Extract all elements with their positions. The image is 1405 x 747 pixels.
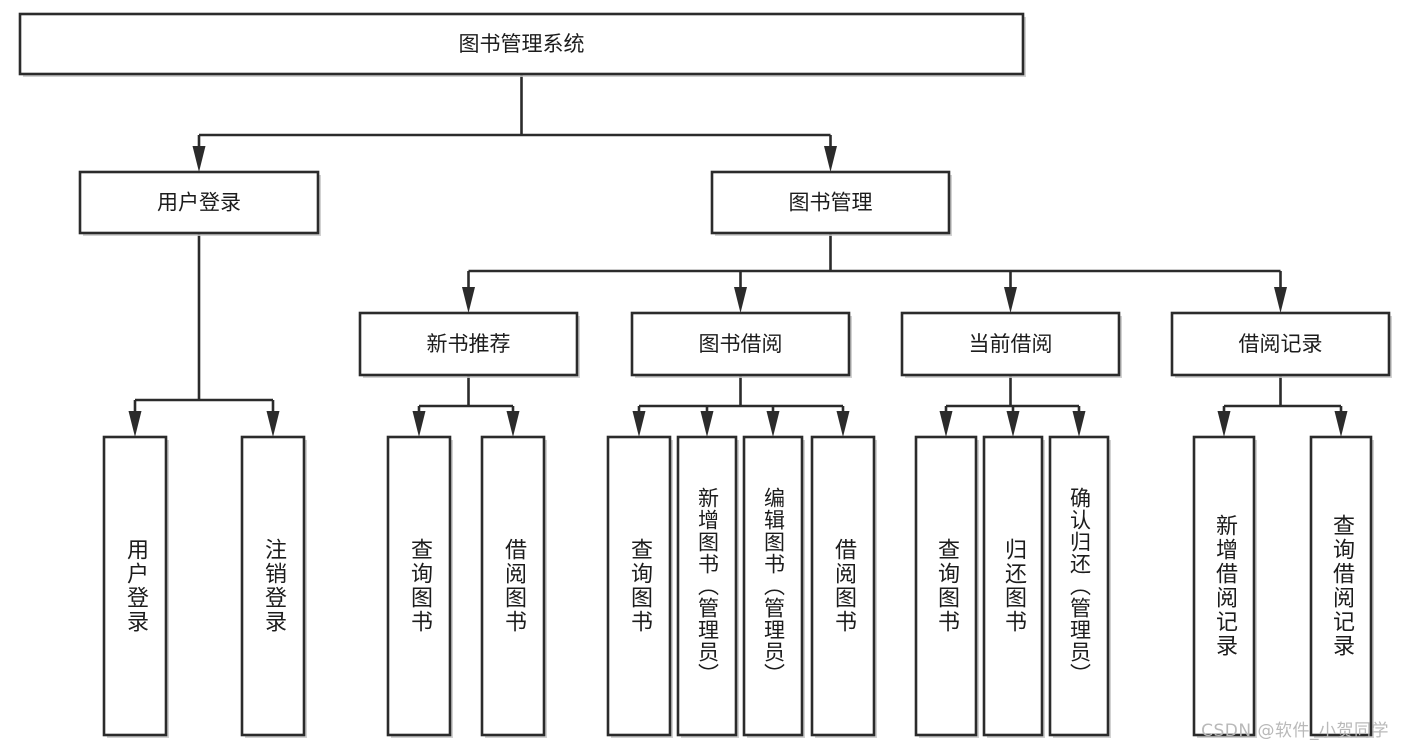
node-box-book-borrow[interactable] [630, 311, 851, 377]
node-box-leaf-query-book-current[interactable] [914, 435, 978, 737]
node-box-leaf-borrow-book-recommend[interactable] [480, 435, 546, 737]
arrow-head-icon [1006, 411, 1020, 437]
node-box-root[interactable] [18, 12, 1025, 76]
arrow-head-icon [266, 411, 280, 437]
node-box-leaf-borrow-book[interactable] [810, 435, 876, 737]
arrow-head-icon [1004, 287, 1017, 313]
arrow-head-icon [192, 146, 206, 172]
node-label-book-borrow: 图书借阅 [699, 332, 783, 356]
node-box-leaf-query-book-recommend[interactable] [386, 435, 452, 737]
arrow-head-icon [700, 411, 714, 437]
node-box-leaf-add-borrow-record[interactable] [1192, 435, 1256, 737]
node-box-new-book-recommend[interactable] [358, 311, 579, 377]
arrow-head-icon [412, 411, 426, 437]
node-box-current-borrow[interactable] [900, 311, 1121, 377]
node-box-leaf-confirm-return-admin[interactable] [1048, 435, 1110, 737]
arrow-head-icon [1274, 287, 1287, 313]
node-box-borrow-record[interactable] [1170, 311, 1391, 377]
arrow-head-icon [824, 146, 837, 172]
arrow-head-icon [734, 287, 747, 313]
node-box-leaf-edit-book-admin[interactable] [742, 435, 804, 737]
node-box-leaf-logout[interactable] [240, 435, 306, 737]
node-box-leaf-query-borrow-record[interactable] [1309, 435, 1373, 737]
arrow-head-icon [1334, 411, 1348, 437]
node-box-user-login[interactable] [78, 170, 320, 235]
node-label-user-login: 用户登录 [157, 191, 241, 215]
arrow-head-icon [1072, 411, 1086, 437]
node-label-borrow-record: 借阅记录 [1239, 332, 1323, 356]
node-label-book-management: 图书管理 [789, 191, 873, 215]
arrow-head-icon [836, 411, 850, 437]
node-label-root: 图书管理系统 [459, 32, 585, 56]
node-box-leaf-add-book-admin[interactable] [676, 435, 738, 737]
arrow-head-icon [1217, 411, 1231, 437]
node-box-leaf-return-book[interactable] [982, 435, 1044, 737]
arrow-head-icon [128, 411, 142, 437]
arrow-head-icon [462, 287, 475, 313]
arrow-head-icon [506, 411, 520, 437]
node-label-current-borrow: 当前借阅 [969, 332, 1053, 356]
connector-layer [128, 74, 1348, 437]
arrow-head-icon [766, 411, 780, 437]
node-box-book-management[interactable] [710, 170, 951, 235]
node-box-leaf-query-book-borrow[interactable] [606, 435, 672, 737]
node-label-new-book-recommend: 新书推荐 [427, 332, 511, 356]
node-box-leaf-user-login[interactable] [102, 435, 168, 737]
arrow-head-icon [939, 411, 953, 437]
arrow-head-icon [632, 411, 646, 437]
